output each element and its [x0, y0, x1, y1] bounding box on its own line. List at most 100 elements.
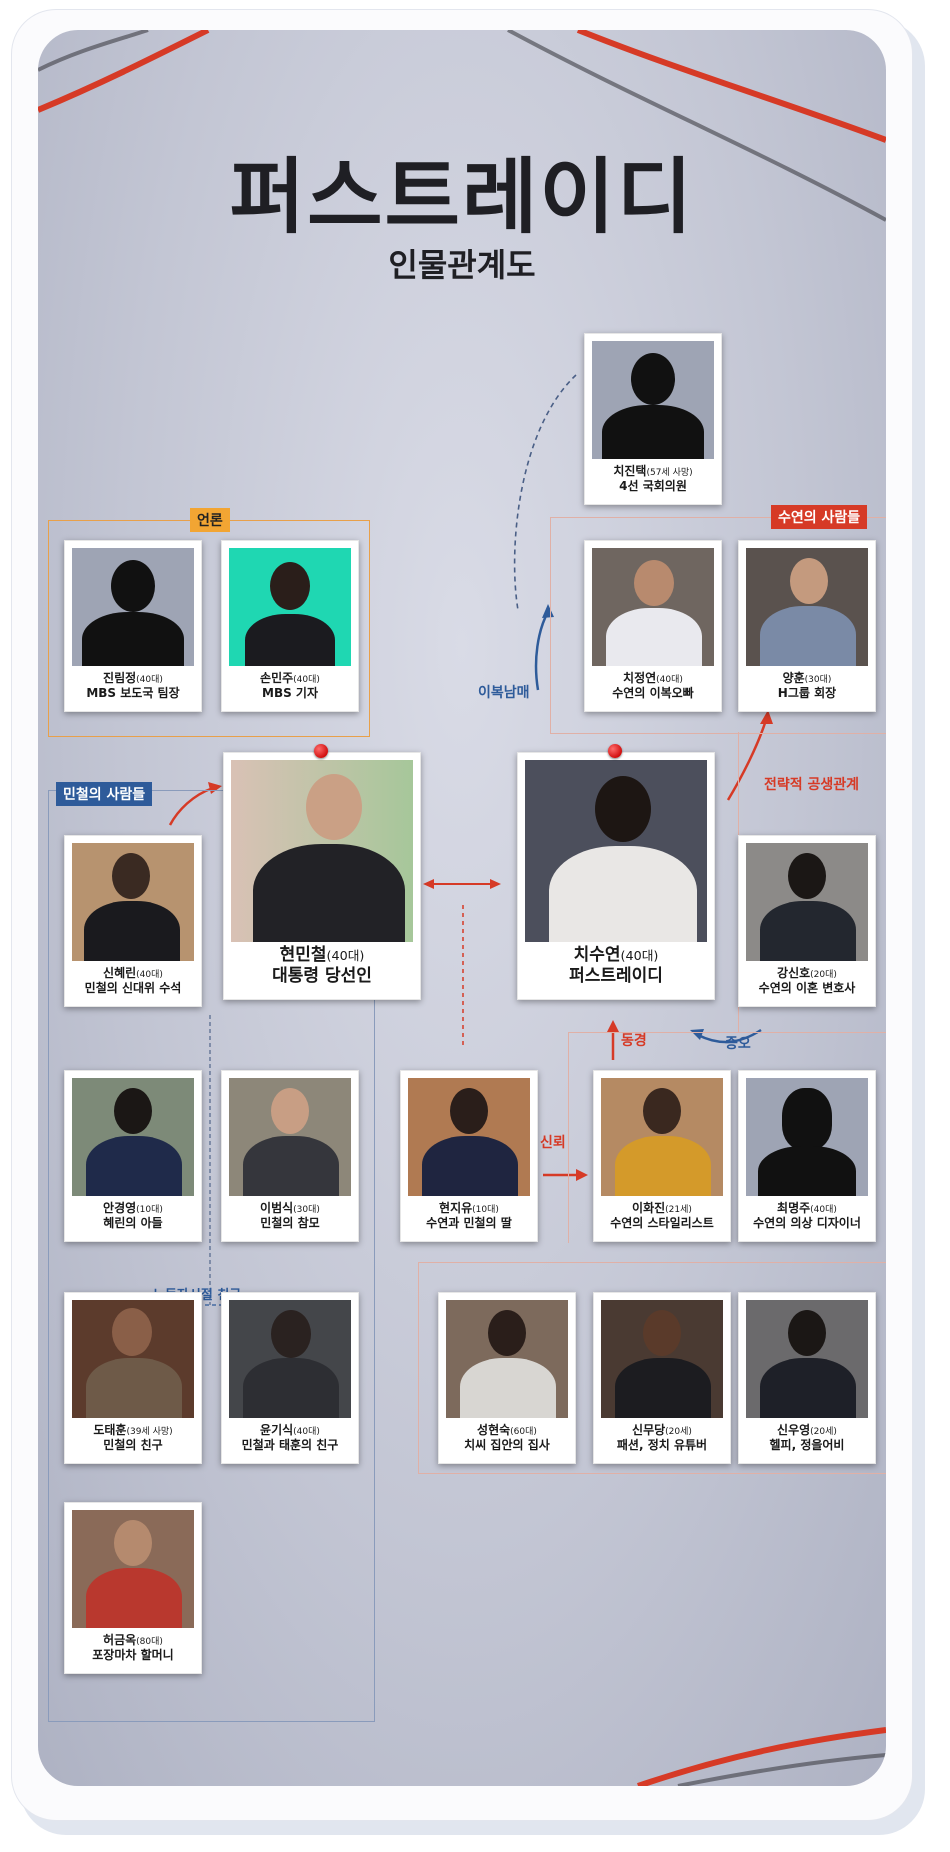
person-role: 포장마차 할머니	[92, 1648, 174, 1663]
person-role: 치씨 집안의 집사	[464, 1438, 550, 1453]
silhouette-photo	[72, 548, 194, 666]
card-lee-hwajin[interactable]: 이화진(21세) 수연의 스타일리스트	[593, 1070, 731, 1242]
minchul-group-arrow	[168, 786, 214, 826]
card-kang-sinho[interactable]: 강신호(20대) 수연의 이혼 변호사	[738, 835, 876, 1007]
person-age: (60대)	[510, 1427, 537, 1437]
minchul-group-box	[48, 790, 375, 1722]
person-role: 대통령 당선인	[272, 966, 372, 987]
card-chi-jeongyeon[interactable]: 치정연(40대) 수연의 이복오빠	[584, 540, 722, 712]
relation-strategic: 전략적 공생관계	[764, 777, 860, 793]
relation-half-sibling: 이복남매	[478, 685, 530, 701]
person-name: 신무당	[632, 1423, 666, 1437]
labor-friends-bracket	[122, 1304, 291, 1314]
card-chi-suyeon[interactable]: 치수연(40대) 퍼스트레이디	[517, 752, 715, 1000]
person-name: 이화진	[632, 1201, 666, 1215]
red-string-bottom	[637, 1727, 886, 1786]
person-role: 민철과 태훈의 친구	[241, 1438, 339, 1453]
strategic-arrow	[726, 719, 768, 801]
person-role: 헬피, 정을어비	[769, 1438, 845, 1453]
card-shin-hyerin[interactable]: 신혜린(40대) 민철의 신대위 수석	[64, 835, 202, 1007]
person-role: 민철의 친구	[103, 1438, 163, 1453]
trust-arrowhead	[576, 1169, 588, 1181]
person-age: (39세 사망)	[126, 1427, 173, 1437]
person-role: MBS 보도국 팀장	[86, 686, 180, 701]
admire-arrowhead	[607, 1020, 619, 1032]
person-age: (20세)	[665, 1427, 692, 1437]
strategic-arrowhead	[760, 710, 773, 724]
person-age: (40대)	[136, 970, 163, 980]
couple-arrowhead-left	[423, 879, 434, 889]
portrait-photo	[601, 1300, 723, 1418]
card-hyun-jiyu[interactable]: 현지유(10대) 수연과 민철의 딸	[400, 1070, 538, 1242]
relationship-board: 퍼스트레이디 인물관계도 언론 민철의 사람들 수연의 사람들 이복남매 전략적…	[38, 30, 886, 1786]
press-group-label: 언론	[190, 508, 230, 532]
person-role: 수연의 스타일리스트	[610, 1216, 714, 1231]
card-yang-hun[interactable]: 양훈(30대) H그룹 회장	[738, 540, 876, 712]
person-name: 치수연	[573, 945, 621, 965]
suyeon-group-box-top	[550, 517, 886, 734]
portrait-photo	[746, 548, 868, 666]
decorations-layer	[38, 30, 886, 1786]
card-lee-beomsik[interactable]: 이범식(30대) 민철의 참모	[221, 1070, 359, 1242]
card-shin-uyeong[interactable]: 신우영(20세) 헬피, 정을어비	[738, 1292, 876, 1464]
person-age: (57세 사망)	[646, 468, 693, 478]
person-role: 민철의 신대위 수석	[84, 981, 182, 996]
relation-admire: 동경	[621, 1033, 647, 1049]
person-name: 양훈	[782, 671, 805, 685]
person-role: 민철의 참모	[260, 1216, 320, 1231]
person-age: (20세)	[810, 1427, 837, 1437]
person-name: 최명주	[777, 1201, 811, 1215]
person-role: 수연과 민철의 딸	[426, 1216, 512, 1231]
card-son-minju[interactable]: 손민주(40대) MBS 기자	[221, 540, 359, 712]
person-age: (21세)	[665, 1205, 692, 1215]
card-an-gyeongyeong[interactable]: 안경영(10대) 혜린의 아들	[64, 1070, 202, 1242]
half-sibling-arrow	[534, 611, 550, 691]
person-name: 손민주	[260, 671, 294, 685]
person-age: (30대)	[293, 1205, 320, 1215]
person-name: 진림정	[103, 671, 137, 685]
portrait-photo	[592, 548, 714, 666]
card-do-taehun[interactable]: 도태훈(39세 사망) 민철의 친구	[64, 1292, 202, 1464]
person-name: 강신호	[777, 966, 811, 980]
person-name: 이범식	[260, 1201, 294, 1215]
portrait-photo	[72, 1300, 194, 1418]
card-choi-myeongju[interactable]: 최명주(40대) 수연의 의상 디자이너	[738, 1070, 876, 1242]
person-role: 수연의 이혼 변호사	[758, 981, 856, 996]
card-chi-jintaek[interactable]: 치진택(57세 사망) 4선 국회의원	[584, 333, 722, 505]
person-name: 치진택	[613, 464, 647, 478]
person-role: H그룹 회장	[777, 686, 837, 701]
card-hyun-minchul[interactable]: 현민철(40대) 대통령 당선인	[223, 752, 421, 1000]
person-role: 퍼스트레이디	[569, 966, 663, 987]
card-heo-geumok[interactable]: 허금옥(80대) 포장마차 할머니	[64, 1502, 202, 1674]
portrait-photo	[72, 1078, 194, 1196]
person-age: (40대)	[810, 1205, 837, 1215]
portrait-photo	[746, 843, 868, 961]
person-age: (80대)	[136, 1637, 163, 1647]
person-role: 패션, 정치 유튜버	[616, 1438, 708, 1453]
suyeon-group-box-mid	[568, 1032, 886, 1243]
person-age: (40대)	[136, 675, 163, 685]
card-shin-mudang[interactable]: 신무당(20세) 패션, 정치 유튜버	[593, 1292, 731, 1464]
person-age: (10대)	[136, 1205, 163, 1215]
minchul-group-label: 민철의 사람들	[56, 782, 153, 806]
person-age: (20대)	[810, 970, 837, 980]
page-title: 퍼스트레이디	[229, 150, 695, 245]
person-name: 현지유	[439, 1201, 473, 1215]
person-name: 안경영	[103, 1201, 137, 1215]
person-age: (40대)	[293, 1427, 320, 1437]
person-name: 신우영	[777, 1423, 811, 1437]
person-age: (40대)	[326, 949, 365, 964]
red-string-top-left	[38, 30, 210, 113]
card-yoon-gisik[interactable]: 윤기식(40대) 민철과 태훈의 친구	[221, 1292, 359, 1464]
relation-trust: 신뢰	[540, 1135, 566, 1151]
page-subtitle: 인물관계도	[388, 246, 536, 284]
dark-string-top-left	[38, 30, 149, 72]
dark-string-bottom	[677, 1753, 886, 1786]
card-jin-rimjeong[interactable]: 진림정(40대) MBS 보도국 팀장	[64, 540, 202, 712]
card-seong-hyeonsuk[interactable]: 성현숙(60대) 치씨 집안의 집사	[438, 1292, 576, 1464]
silhouette-photo	[746, 1078, 868, 1196]
couple-arrowhead-right	[490, 879, 501, 889]
portrait-photo	[601, 1078, 723, 1196]
portrait-photo	[229, 1300, 351, 1418]
person-name: 허금옥	[103, 1633, 137, 1647]
